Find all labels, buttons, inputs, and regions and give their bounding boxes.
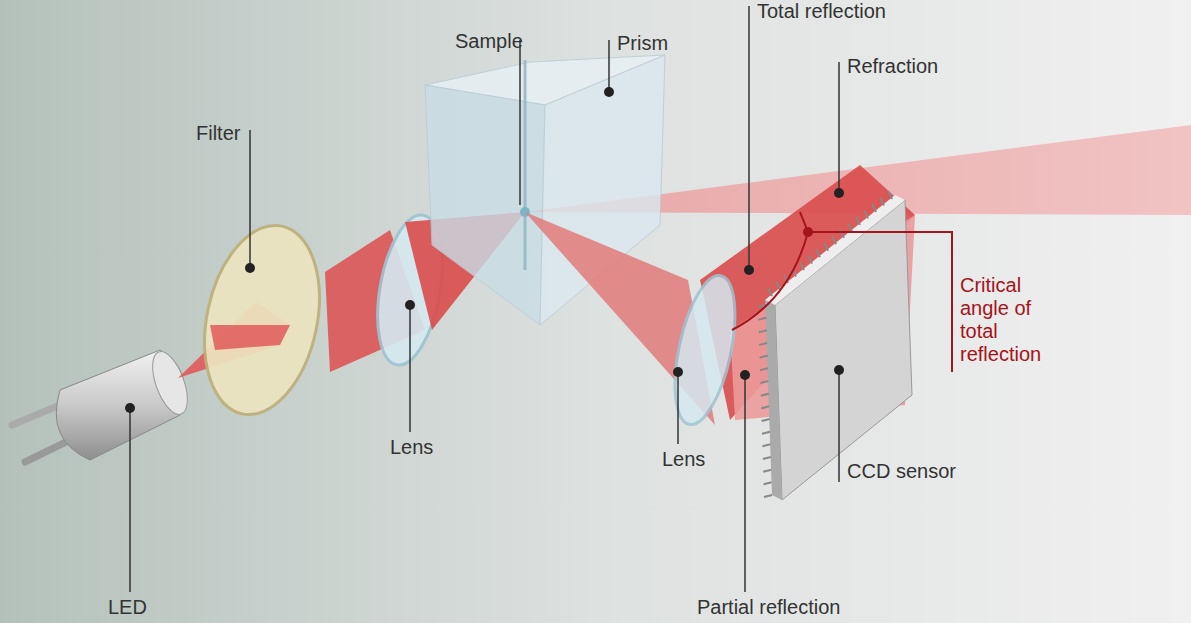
beam-label: Total reflection	[757, 0, 886, 23]
beam-label: Partial reflection	[697, 596, 840, 619]
part-label: CCD sensor	[847, 460, 956, 483]
part-label: Sample	[455, 30, 523, 53]
part-label: LED	[108, 596, 147, 619]
leader-line	[808, 232, 952, 372]
sample-layer	[524, 60, 527, 270]
part-label: Prism	[617, 32, 668, 55]
leader-dot	[803, 227, 813, 237]
filter	[188, 215, 336, 426]
leader-lines	[130, 6, 839, 592]
part-label: Filter	[196, 122, 240, 145]
led	[12, 347, 194, 462]
lens	[664, 270, 746, 429]
leader-dots	[125, 87, 844, 413]
angle-label: Critical angle of total reflection	[960, 274, 1055, 366]
light-beam	[210, 325, 290, 350]
beam-label: Refraction	[847, 55, 938, 78]
angle-arc	[732, 212, 808, 330]
part-label: Lens	[662, 448, 705, 471]
ccd-sensor	[758, 191, 912, 500]
part-label: Lens	[390, 436, 433, 459]
